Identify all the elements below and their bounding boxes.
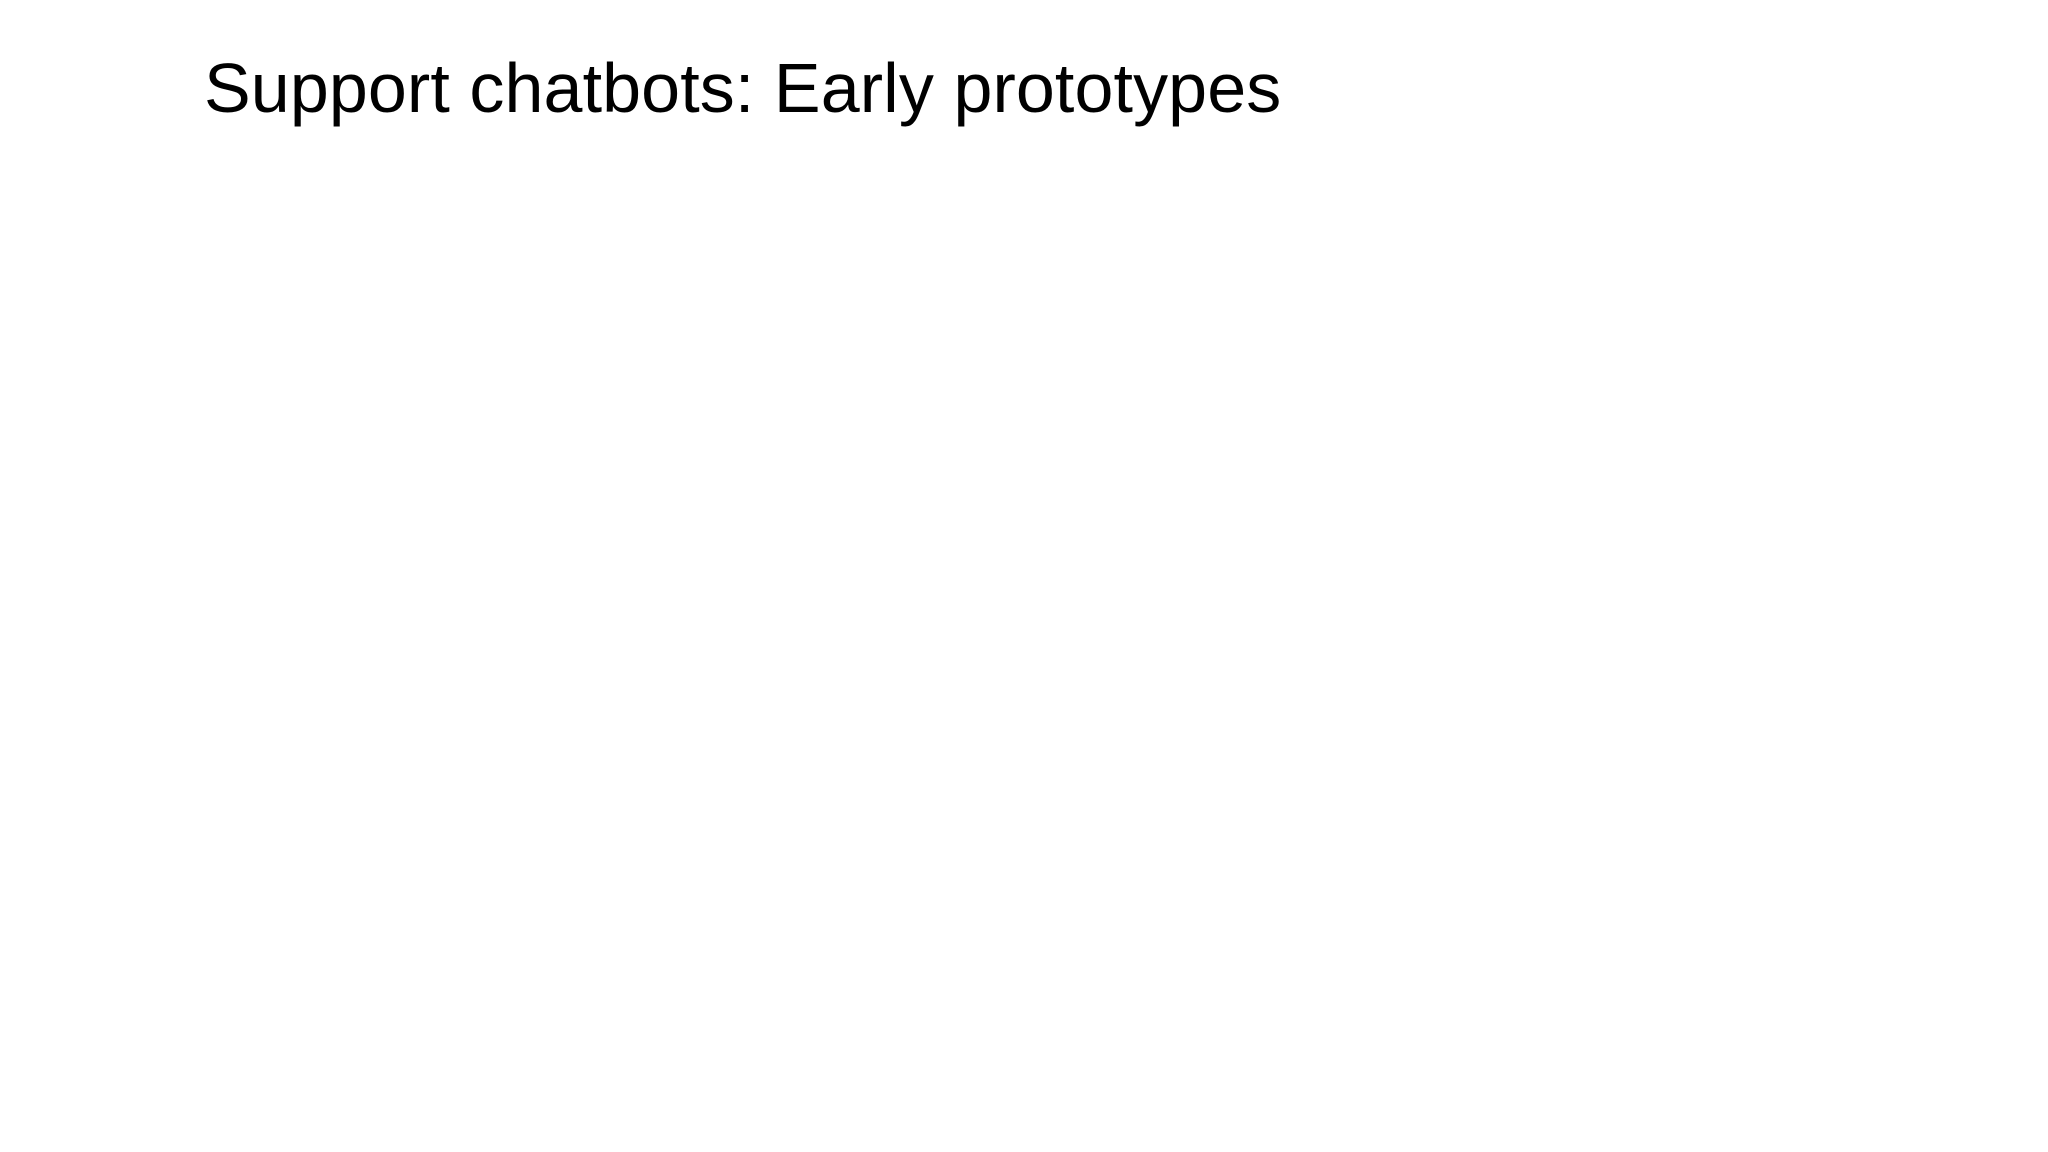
- body-content-placeholder[interactable]: [204, 256, 1884, 1056]
- title-placeholder[interactable]: Support chatbots: Early prototypes: [204, 46, 1884, 216]
- slide-title: Support chatbots: Early prototypes: [204, 49, 1282, 127]
